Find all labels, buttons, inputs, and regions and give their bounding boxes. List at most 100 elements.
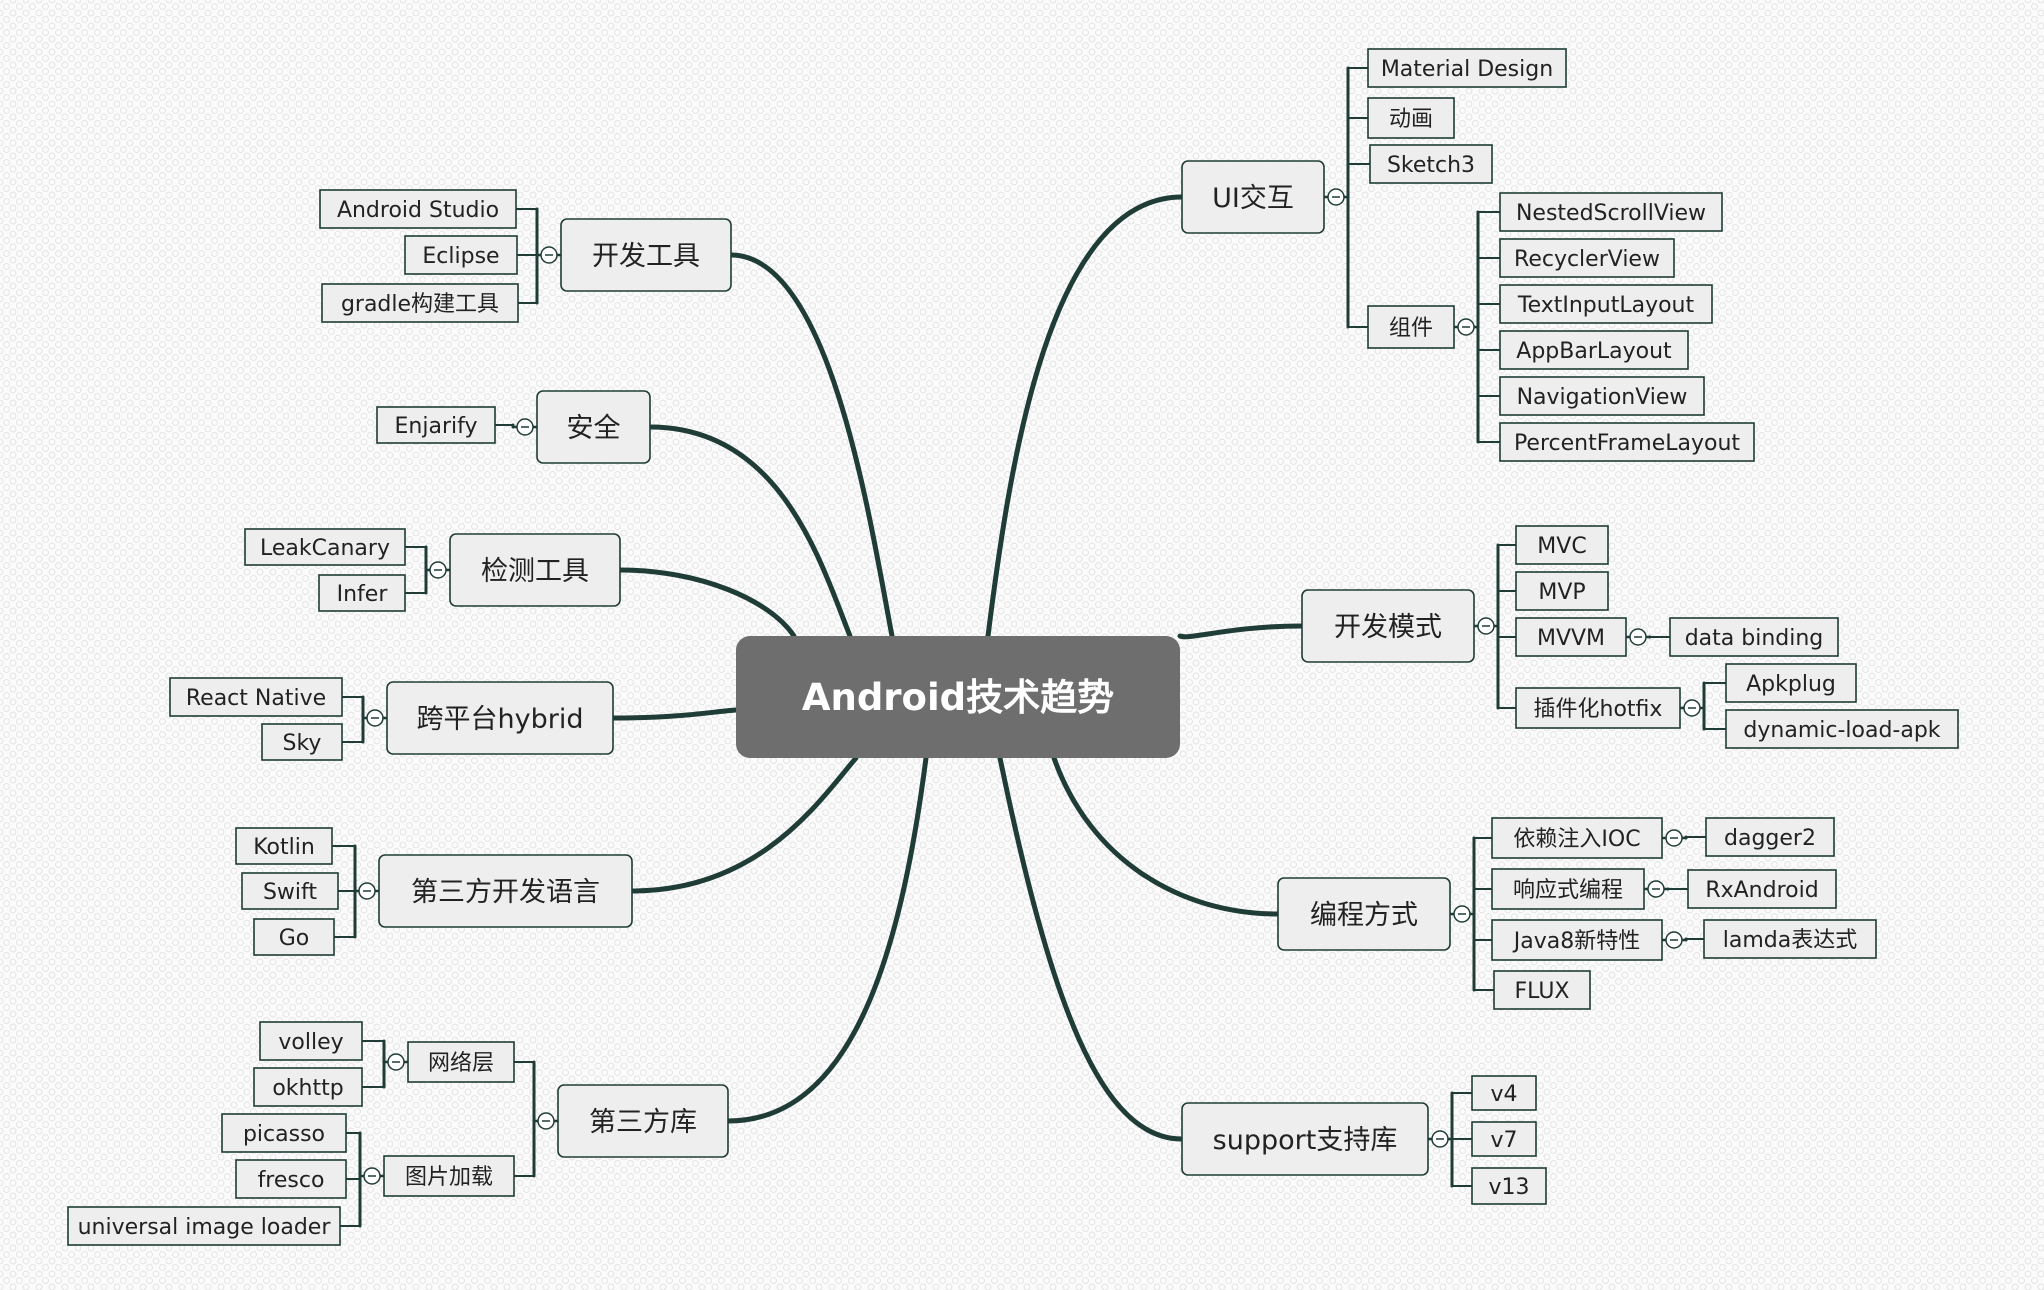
node-percentframelayout-6-3-5-label: PercentFrameLayout (1514, 431, 1740, 456)
node-react-native-3-0[interactable]: React Native (169, 677, 343, 717)
node-hotfix-7-3[interactable]: 插件化hotfix (1515, 687, 1681, 729)
node-infer-2-1[interactable]: Infer (318, 574, 406, 612)
node-navigationview-6-3-4[interactable]: NavigationView (1499, 376, 1705, 416)
node-recyclerview-6-3-1[interactable]: RecyclerView (1499, 238, 1675, 278)
node-swift-4-1[interactable]: Swift (241, 872, 339, 910)
branch-kaifa-gongju-label: 开发工具 (592, 241, 700, 272)
branch-disanfang-ku[interactable]: 第三方库 (557, 1084, 729, 1158)
connector-line (997, 755, 1185, 1142)
node-mvvm-7-2-label: MVVM (1537, 626, 1605, 651)
node-item-5-0[interactable]: 网络层 (407, 1041, 515, 1083)
branch-kuapingtai-label: 跨平台hybrid (417, 704, 584, 735)
node-hotfix-7-3-collapse-toggle[interactable] (1683, 699, 1701, 717)
node-ioc-8-0-collapse-toggle[interactable] (1665, 829, 1683, 847)
connector-line (725, 755, 929, 1124)
node-mvvm-7-2-collapse-toggle[interactable] (1629, 628, 1647, 646)
node-item-6-3-label: 组件 (1389, 316, 1433, 341)
branch-jiance-gongju[interactable]: 检测工具 (449, 533, 621, 607)
node-material-design-6-0-box (1367, 48, 1567, 88)
branch-ui-jiaohu[interactable]: UI交互 (1181, 160, 1325, 234)
node-fresco-5-1-1-box (235, 1159, 347, 1199)
node-mvc-7-0[interactable]: MVC (1515, 525, 1609, 565)
node-dynamic-load-apk-7-3-1[interactable]: dynamic-load-apk (1725, 709, 1959, 749)
node-sketch3-6-2[interactable]: Sketch3 (1369, 144, 1493, 184)
branch-kuapingtai-collapse-toggle[interactable] (366, 709, 384, 727)
node-react-native-3-0-box (169, 677, 343, 717)
branch-kaifa-gongju[interactable]: 开发工具 (560, 218, 732, 292)
node-item-6-1[interactable]: 动画 (1367, 97, 1455, 139)
node-java8-8-2-box (1491, 919, 1663, 961)
branch-biancheng-fangshi-collapse-toggle[interactable] (1453, 905, 1471, 923)
node-item-5-1-collapse-toggle[interactable] (363, 1167, 381, 1185)
node-java8-8-2-collapse-toggle[interactable] (1665, 931, 1683, 949)
node-v13-9-2[interactable]: v13 (1471, 1167, 1547, 1205)
node-go-4-2[interactable]: Go (253, 918, 335, 956)
node-okhttp-5-0-1[interactable]: okhttp (253, 1067, 363, 1107)
node-percentframelayout-6-3-5[interactable]: PercentFrameLayout (1499, 422, 1755, 462)
node-item-6-1-box (1367, 97, 1455, 139)
node-flux-8-3[interactable]: FLUX (1493, 970, 1591, 1010)
branch-kaifa-gongju-collapse-toggle[interactable] (540, 246, 558, 264)
node-v4-9-0[interactable]: v4 (1471, 1075, 1537, 1111)
node-enjarify-1-0[interactable]: Enjarify (376, 406, 496, 444)
node-lamda-8-2-0[interactable]: lamda表达式 (1703, 919, 1877, 959)
node-volley-5-0-0[interactable]: volley (259, 1021, 363, 1061)
node-enjarify-1-0-box (376, 406, 496, 444)
node-mvp-7-1[interactable]: MVP (1515, 571, 1609, 611)
node-appbarlayout-6-3-3[interactable]: AppBarLayout (1499, 330, 1689, 370)
node-item-5-1[interactable]: 图片加载 (383, 1155, 515, 1197)
node-item-6-3[interactable]: 组件 (1367, 305, 1455, 349)
node-mvc-7-0-box (1515, 525, 1609, 565)
node-navigationview-6-3-4-label: NavigationView (1517, 385, 1688, 410)
node-nestedscrollview-6-3-0[interactable]: NestedScrollView (1499, 192, 1723, 232)
node-picasso-5-1-0[interactable]: picasso (221, 1113, 347, 1153)
node-eclipse-0-1[interactable]: Eclipse (404, 235, 518, 275)
node-material-design-6-0[interactable]: Material Design (1367, 48, 1567, 88)
node-item-6-3-collapse-toggle[interactable] (1457, 318, 1475, 336)
node-dagger2-8-0-0[interactable]: dagger2 (1705, 817, 1835, 857)
node-item-5-0-box (407, 1041, 515, 1083)
node-apkplug-7-3-0[interactable]: Apkplug (1725, 663, 1857, 703)
branch-kuapingtai[interactable]: 跨平台hybrid (386, 681, 614, 755)
node-infer-2-1-label: Infer (337, 582, 389, 607)
connector-line (728, 252, 895, 639)
node-textinputlayout-6-3-2[interactable]: TextInputLayout (1499, 284, 1713, 324)
node-rxandroid-8-1-0[interactable]: RxAndroid (1687, 869, 1837, 909)
node-leakcanary-2-0[interactable]: LeakCanary (244, 528, 406, 566)
branch-disanfang-yuyan-collapse-toggle[interactable] (358, 882, 376, 900)
branch-kaifa-moshi-collapse-toggle[interactable] (1477, 617, 1495, 635)
node-hotfix-7-3-label: 插件化hotfix (1534, 697, 1663, 722)
branch-disanfang-ku-collapse-toggle[interactable] (537, 1112, 555, 1130)
branch-jiance-gongju-label: 检测工具 (481, 556, 589, 587)
node-android-studio-0-0[interactable]: Android Studio (319, 189, 517, 229)
node-item-8-1[interactable]: 响应式编程 (1491, 868, 1645, 910)
node-lamda-8-2-0-label: lamda表达式 (1723, 928, 1857, 953)
node-v7-9-1[interactable]: v7 (1471, 1121, 1537, 1157)
root-node[interactable]: Android技术趋势 (736, 636, 1180, 758)
node-java8-8-2-label: Java8新特性 (1512, 929, 1640, 954)
branch-support-ku-collapse-toggle[interactable] (1431, 1130, 1449, 1148)
node-universal-image-loader-5-1-2[interactable]: universal image loader (67, 1206, 341, 1246)
branch-anquan[interactable]: 安全 (536, 390, 651, 464)
node-item-8-1-collapse-toggle[interactable] (1647, 880, 1665, 898)
node-java8-8-2[interactable]: Java8新特性 (1491, 919, 1663, 961)
node-v13-9-2-label: v13 (1488, 1175, 1529, 1200)
node-gradle-0-2[interactable]: gradle构建工具 (321, 283, 519, 323)
node-mvvm-7-2[interactable]: MVVM (1515, 617, 1627, 657)
branch-disanfang-yuyan[interactable]: 第三方开发语言 (378, 854, 633, 928)
node-recyclerview-6-3-1-box (1499, 238, 1675, 278)
node-sky-3-1[interactable]: Sky (261, 723, 343, 761)
branch-biancheng-fangshi[interactable]: 编程方式 (1277, 877, 1451, 951)
node-item-5-0-collapse-toggle[interactable] (387, 1053, 405, 1071)
node-kotlin-4-0[interactable]: Kotlin (235, 827, 333, 865)
node-flux-8-3-box (1493, 970, 1591, 1010)
node-fresco-5-1-1[interactable]: fresco (235, 1159, 347, 1199)
node-data-binding-7-2-0[interactable]: data binding (1669, 617, 1839, 657)
node-ioc-8-0[interactable]: 依赖注入IOC (1491, 817, 1663, 859)
branch-jiance-gongju-collapse-toggle[interactable] (429, 561, 447, 579)
branch-support-ku[interactable]: support支持库 (1181, 1102, 1429, 1176)
root-node-box (736, 636, 1180, 758)
branch-kaifa-moshi[interactable]: 开发模式 (1301, 589, 1475, 663)
branch-ui-jiaohu-collapse-toggle[interactable] (1327, 188, 1345, 206)
branch-anquan-collapse-toggle[interactable] (516, 418, 534, 436)
